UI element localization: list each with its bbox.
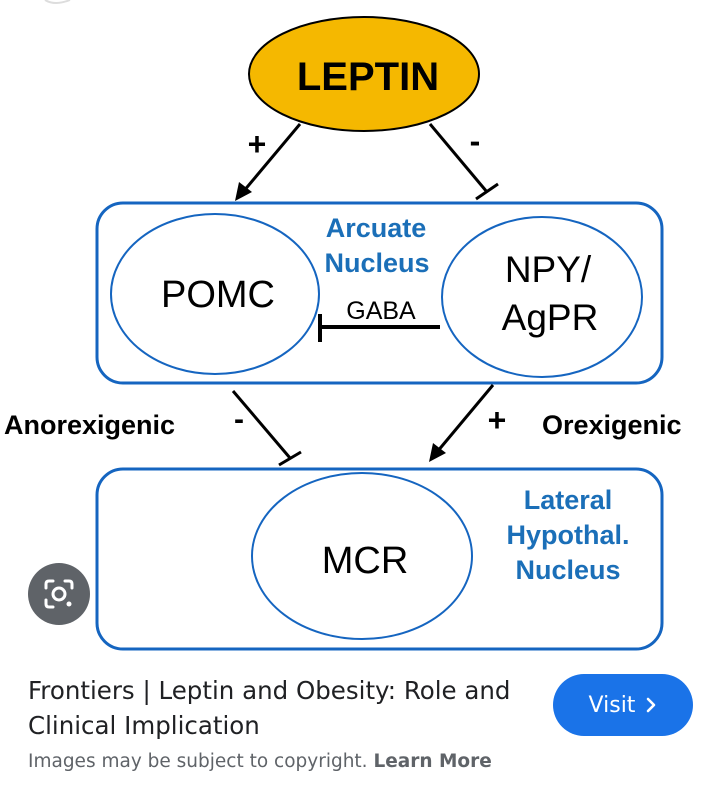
chevron-right-icon <box>647 697 656 713</box>
leptin-to-npy-bar <box>475 182 499 201</box>
top-partial-arc <box>44 0 71 4</box>
leptin-to-pomc-arrow <box>241 123 302 193</box>
npy-to-mcr-arrowhead <box>429 443 446 462</box>
visit-button[interactable]: Visit <box>553 674 693 736</box>
result-footer: Frontiers | Leptin and Obesity: Role and… <box>0 655 720 790</box>
npy-label-line2: AgPR <box>502 297 599 338</box>
pomc-mcr-sign: - <box>234 403 244 436</box>
mcr-ellipse <box>251 472 473 640</box>
diagram-area[interactable]: LEPTIN POMC NPY/ AgPR Arcuate Nucleus GA… <box>0 0 720 655</box>
pomc-to-mcr-bar <box>278 450 302 467</box>
leptin-pathway-diagram: LEPTIN POMC NPY/ AgPR Arcuate Nucleus GA… <box>4 0 682 651</box>
arcuate-nucleus-box <box>95 201 664 385</box>
copyright-notice: Images may be subject to copyright. Lear… <box>28 751 492 772</box>
leptin-ellipse <box>248 16 480 132</box>
leptin-npy-sign: - <box>470 123 481 159</box>
anorexigenic-label: Anorexigenic <box>4 410 175 440</box>
visit-label: Visit <box>588 692 636 718</box>
lateral-label-line2: Hypothal. <box>506 520 629 550</box>
learn-more-link[interactable]: Learn More <box>373 751 492 772</box>
source-title-link[interactable]: Frontiers | Leptin and Obesity: Role and… <box>28 676 511 740</box>
leptin-label: LEPTIN <box>297 55 439 99</box>
lateral-hypothal-box <box>95 467 664 651</box>
leptin-pomc-sign: + <box>248 126 267 162</box>
pomc-to-mcr-arrow <box>231 390 292 459</box>
pomc-ellipse <box>110 213 320 375</box>
arcuate-label-line2: Nucleus <box>324 248 429 278</box>
pomc-label: POMC <box>161 274 275 316</box>
lens-search-button[interactable] <box>28 563 90 625</box>
npy-to-mcr-arrow <box>435 384 495 453</box>
gaba-label: GABA <box>346 297 416 325</box>
arcuate-label-line1: Arcuate <box>326 213 427 243</box>
leptin-to-pomc-arrowhead <box>235 182 252 201</box>
npy-agrp-ellipse <box>441 216 643 378</box>
leptin-to-npy-arrow <box>428 123 489 193</box>
mcr-label: MCR <box>322 540 409 582</box>
lateral-label-line1: Lateral <box>524 485 613 515</box>
copyright-text: Images may be subject to copyright. <box>28 751 368 772</box>
npy-label-line1: NPY/ <box>505 249 592 290</box>
orexigenic-label: Orexigenic <box>542 410 682 440</box>
npy-mcr-sign: + <box>488 402 507 438</box>
lateral-label-line3: Nucleus <box>515 555 620 585</box>
lens-camera-icon <box>44 579 74 609</box>
